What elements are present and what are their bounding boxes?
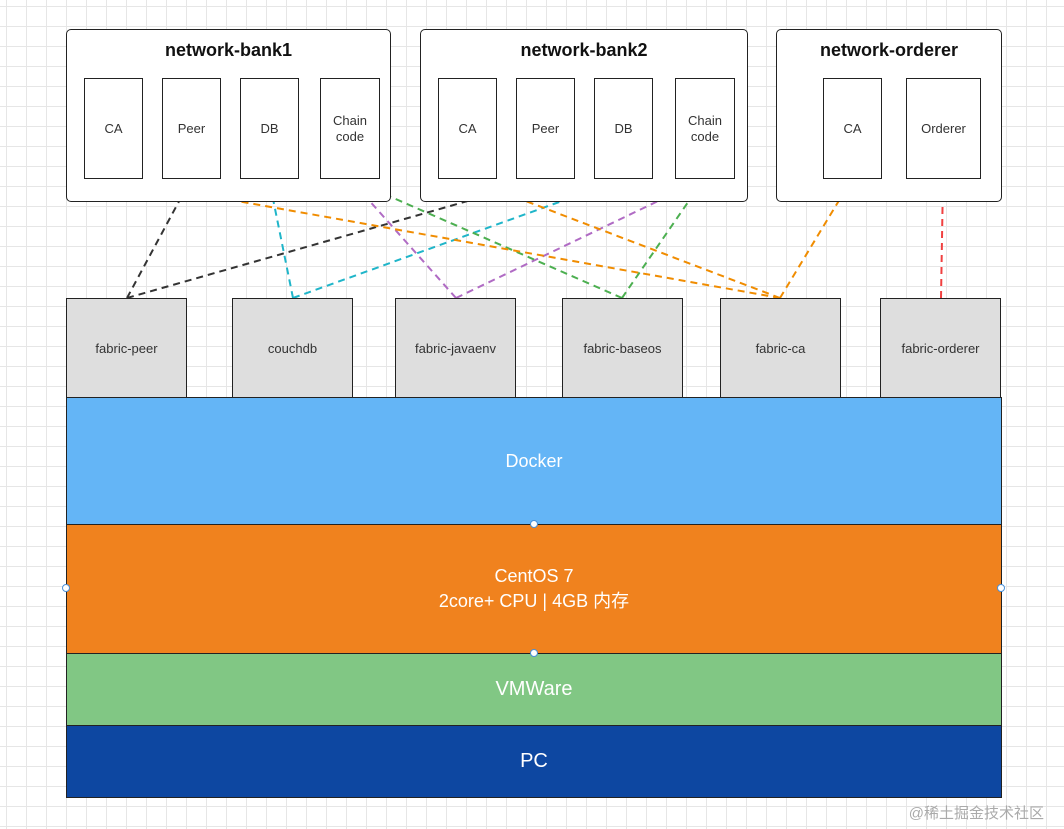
bank1-peer-box[interactable]: Peer (162, 78, 221, 179)
bank2-chaincode-box[interactable]: Chain code (675, 78, 735, 179)
orderer-ca-box[interactable]: CA (823, 78, 882, 179)
bank2-db-box[interactable]: DB (594, 78, 653, 179)
arrow-fabric-ca-to-network-bank1-ca (112, 174, 781, 299)
bank1-chaincode-box[interactable]: Chain code (320, 78, 380, 179)
centos-label: CentOS 7 (494, 565, 574, 586)
centos-layer[interactable]: CentOS 7 2core+ CPU | 4GB 内存 (66, 524, 1002, 654)
network-bank2-title: network-bank2 (520, 40, 648, 60)
image-couchdb[interactable]: couchdb (232, 298, 353, 398)
arrow-fabric-baseos-to-network-bank1-chain-code (348, 177, 623, 299)
bank1-db-box[interactable]: DB (240, 78, 299, 179)
vmware-layer[interactable]: VMWare (66, 653, 1002, 726)
selection-handle-right[interactable] (997, 584, 1005, 592)
centos-spec-label: 2core+ CPU | 4GB 内存 (438, 590, 630, 611)
selection-handle-bottom[interactable] (530, 649, 538, 657)
bank1-ca-box[interactable]: CA (84, 78, 143, 179)
pc-layer[interactable]: PC (66, 725, 1002, 798)
image-fabric-javaenv[interactable]: fabric-javaenv (395, 298, 516, 398)
image-fabric-baseos[interactable]: fabric-baseos (562, 298, 683, 398)
watermark: @稀土掘金技术社区 (908, 805, 1044, 822)
vmware-label: VMWare (495, 678, 573, 700)
bank2-peer-box[interactable]: Peer (516, 78, 575, 179)
network-orderer-title: network-orderer (819, 40, 959, 60)
image-fabric-ca[interactable]: fabric-ca (720, 298, 841, 398)
pc-label: PC (520, 750, 548, 772)
image-fabric-orderer[interactable]: fabric-orderer (880, 298, 1001, 398)
network-bank1-title: network-bank1 (164, 40, 293, 60)
bank2-ca-box[interactable]: CA (438, 78, 497, 179)
selection-handle-left[interactable] (62, 584, 70, 592)
orderer-orderer-box[interactable]: Orderer (906, 78, 981, 179)
docker-layer[interactable]: Docker (66, 397, 1002, 525)
docker-label: Docker (505, 450, 563, 471)
image-fabric-peer[interactable]: fabric-peer (66, 298, 187, 398)
selection-handle-top[interactable] (530, 520, 538, 528)
